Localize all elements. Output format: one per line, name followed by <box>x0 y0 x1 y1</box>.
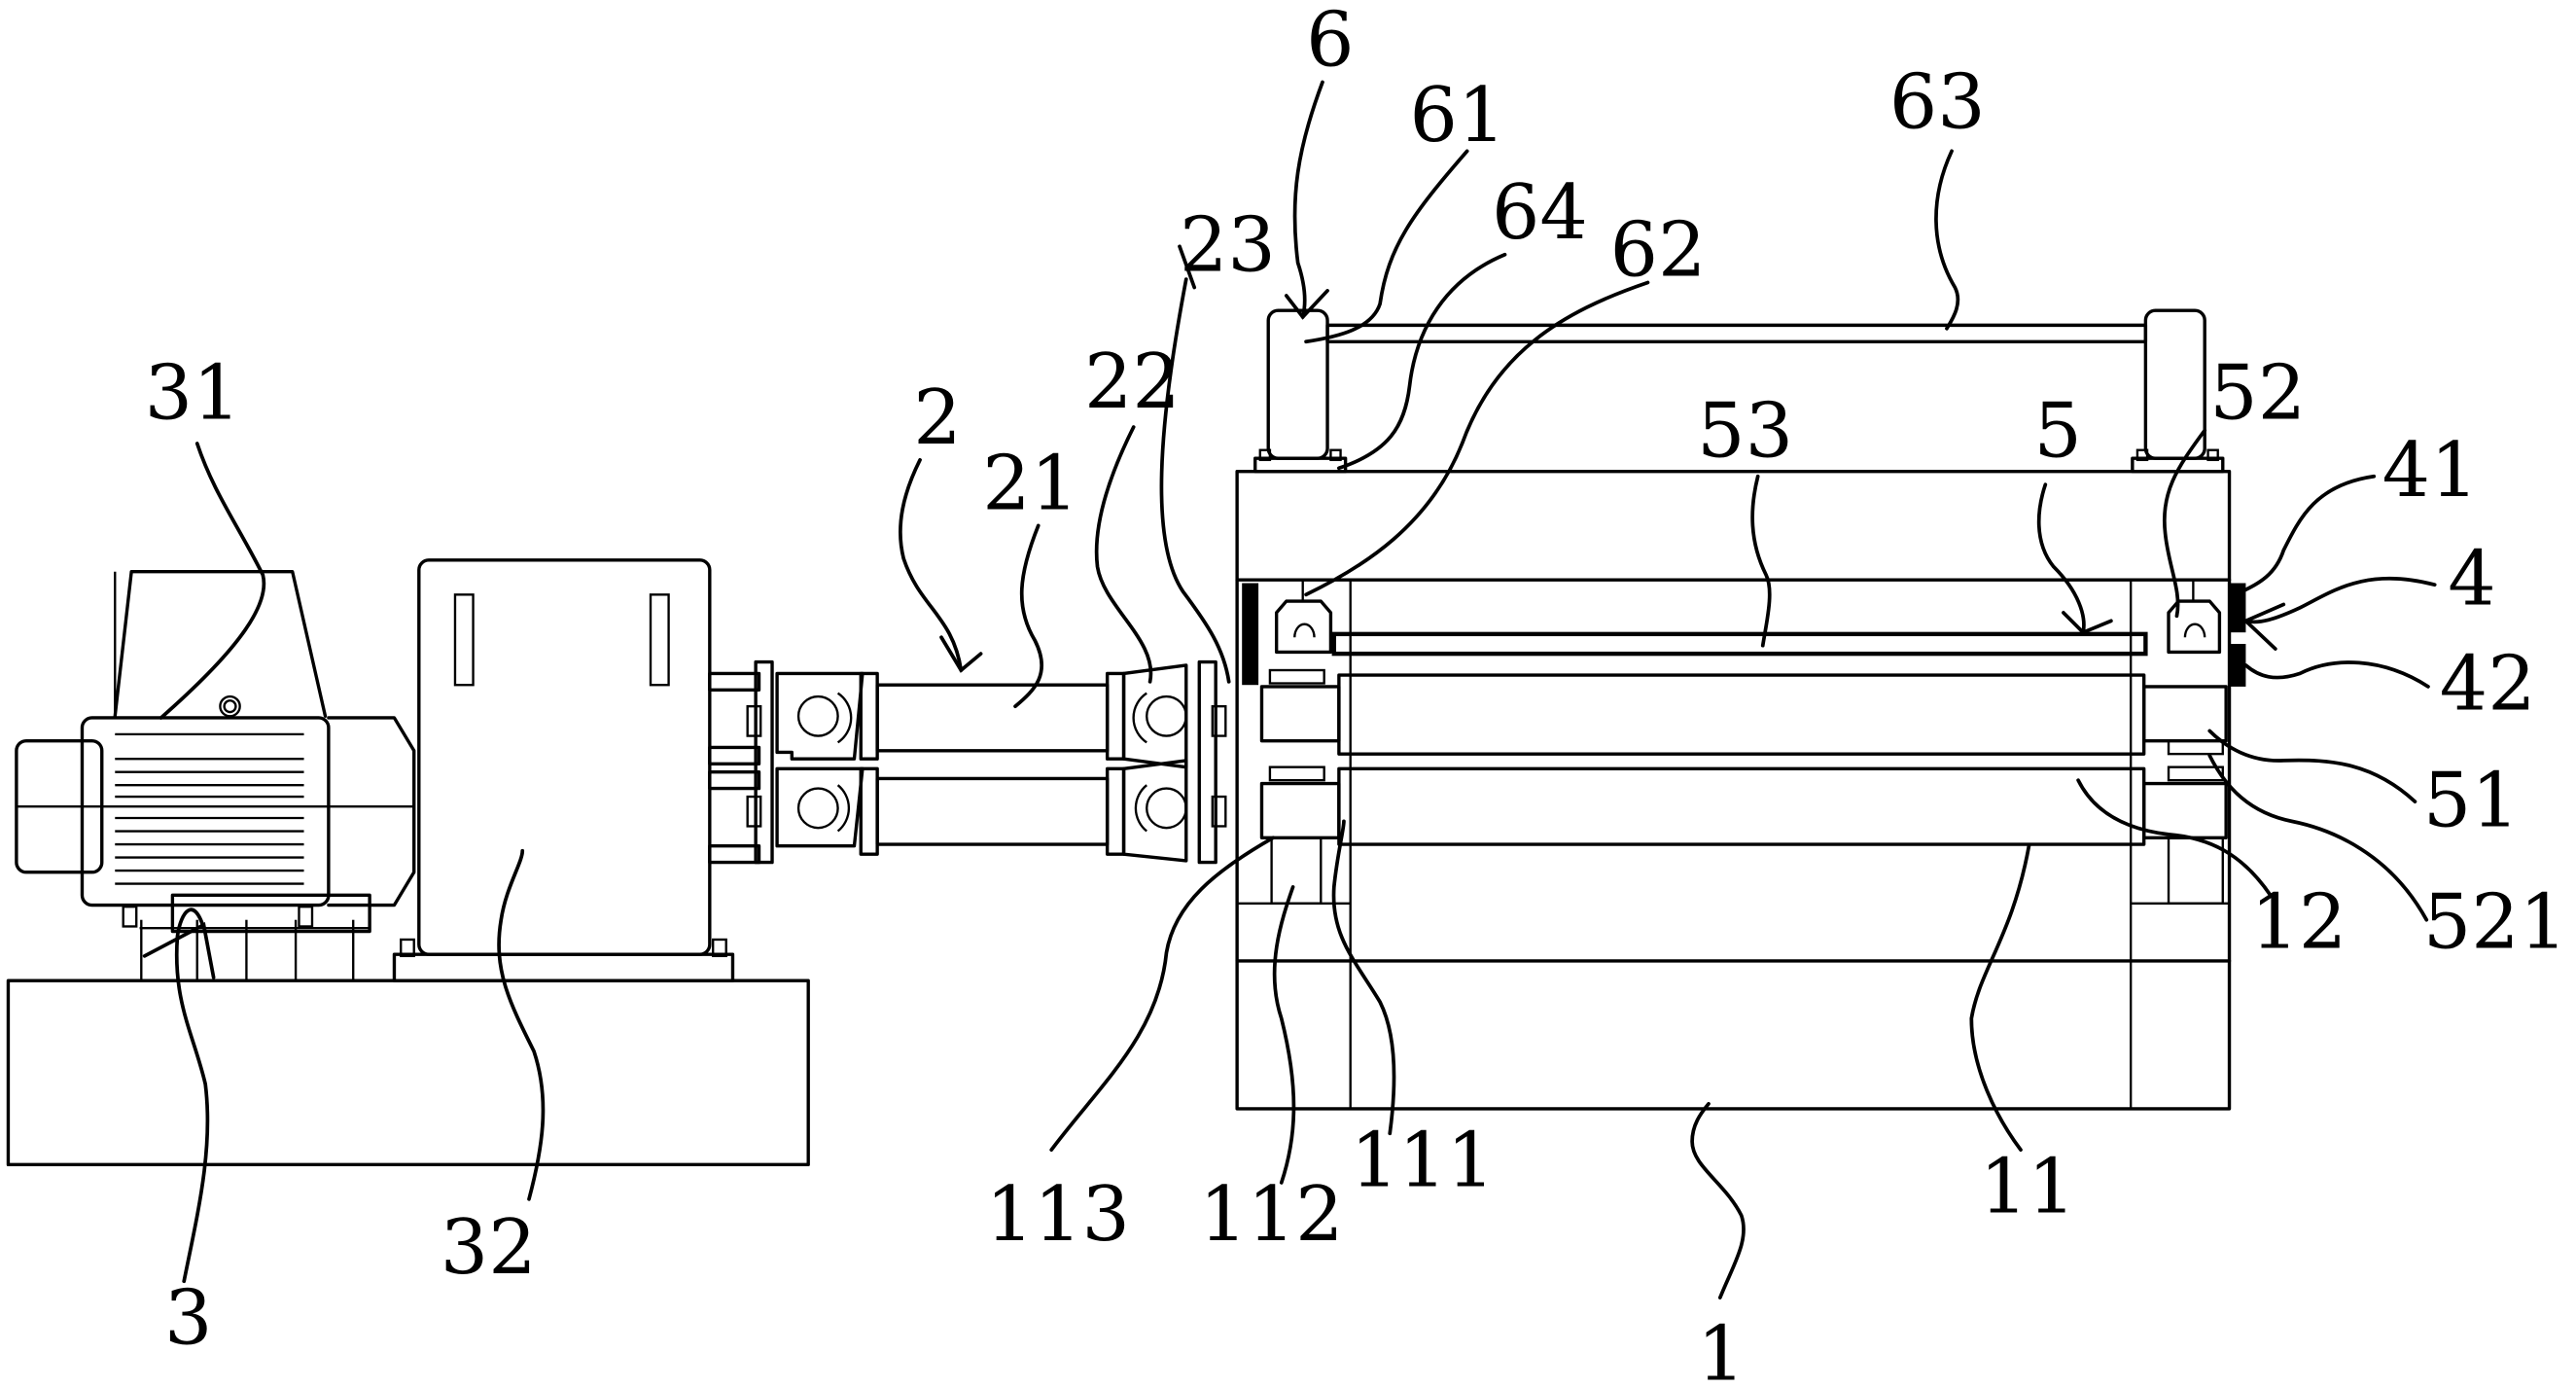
label-5: 5 <box>2033 387 2081 475</box>
upper-roller-shaft <box>1331 631 2148 657</box>
label-12: 12 <box>2250 878 2347 966</box>
leader-5 <box>2036 482 2086 635</box>
label-63: 63 <box>1889 59 1986 147</box>
left-lifting-cylinder <box>1253 308 1348 474</box>
leader-2 <box>899 457 964 672</box>
vent-slot <box>649 593 670 687</box>
drive-unit <box>6 558 810 1167</box>
leader-21 <box>1013 523 1044 709</box>
label-64: 64 <box>1492 169 1588 257</box>
bolt <box>122 906 138 928</box>
leader-521 <box>2207 753 2429 922</box>
motor <box>15 716 416 908</box>
leader-51 <box>2207 729 2417 803</box>
label-113: 113 <box>986 1171 1130 1259</box>
label-3: 3 <box>164 1274 212 1362</box>
motor-stand <box>139 893 371 981</box>
motor-cover <box>113 569 328 718</box>
bolt <box>712 938 727 958</box>
cooling-fins <box>115 732 304 885</box>
leader-22 <box>1094 425 1153 684</box>
output-flanges <box>708 659 774 865</box>
label-23: 23 <box>1180 202 1276 290</box>
leader-41 <box>2241 474 2377 593</box>
bolt <box>400 938 415 958</box>
leader-62 <box>1304 280 1650 597</box>
label-2: 2 <box>913 374 961 462</box>
label-62: 62 <box>1610 207 1707 295</box>
label-52: 52 <box>2209 350 2306 438</box>
label-22: 22 <box>1084 338 1181 426</box>
label-21: 21 <box>982 441 1078 528</box>
gearbox <box>392 558 735 982</box>
leader-11 <box>1969 843 2031 1152</box>
label-31: 31 <box>145 350 241 438</box>
upper-roller <box>1337 673 2146 756</box>
leader-112 <box>1272 885 1296 1185</box>
label-32: 32 <box>441 1204 537 1292</box>
right-gears <box>2229 583 2246 687</box>
right-bearings <box>2141 580 2228 905</box>
label-42: 42 <box>2440 641 2536 729</box>
leader-lines <box>142 80 2437 1299</box>
base-platform <box>6 979 810 1167</box>
leader-23 <box>1159 277 1231 684</box>
label-51: 51 <box>2423 757 2520 844</box>
lower-roller <box>1337 766 2146 846</box>
label-53: 53 <box>1697 387 1793 475</box>
bolt <box>298 906 314 928</box>
leader-42 <box>2243 660 2430 689</box>
leader-64 <box>1337 252 1507 471</box>
label-111: 111 <box>1351 1117 1495 1204</box>
lower-drive-shaft <box>775 759 1227 863</box>
leader-63 <box>1934 149 1960 331</box>
leader-53 <box>1750 474 1772 648</box>
vent-slot <box>453 593 475 687</box>
leader-52 <box>2162 428 2207 619</box>
frame-outer <box>1235 469 2232 1111</box>
left-bearings <box>1259 580 1341 905</box>
left-gear <box>1242 583 1259 686</box>
label-61: 61 <box>1410 72 1506 160</box>
upper-drive-shaft <box>775 659 1227 865</box>
leader-61 <box>1304 149 1469 344</box>
leader-3 <box>174 908 210 1284</box>
drive-shafts <box>775 659 1227 865</box>
label-1: 1 <box>1697 1311 1745 1388</box>
leader-113 <box>1049 836 1276 1152</box>
leader-6 <box>1292 80 1324 319</box>
label-521: 521 <box>2423 878 2567 966</box>
label-4: 4 <box>2448 535 2495 623</box>
leader-32 <box>497 848 546 1201</box>
label-41: 41 <box>2382 427 2479 515</box>
leader-1 <box>1690 1101 1746 1299</box>
leader-111 <box>1331 819 1396 1136</box>
label-112: 112 <box>1199 1171 1343 1259</box>
label-6: 6 <box>1306 0 1354 85</box>
connecting-bar <box>1325 323 2148 343</box>
leader-12 <box>2076 778 2273 898</box>
roller-frame <box>1235 308 2246 1111</box>
leader-31 <box>159 442 266 720</box>
label-11: 11 <box>1980 1143 2076 1230</box>
leader-4 <box>2243 576 2437 624</box>
